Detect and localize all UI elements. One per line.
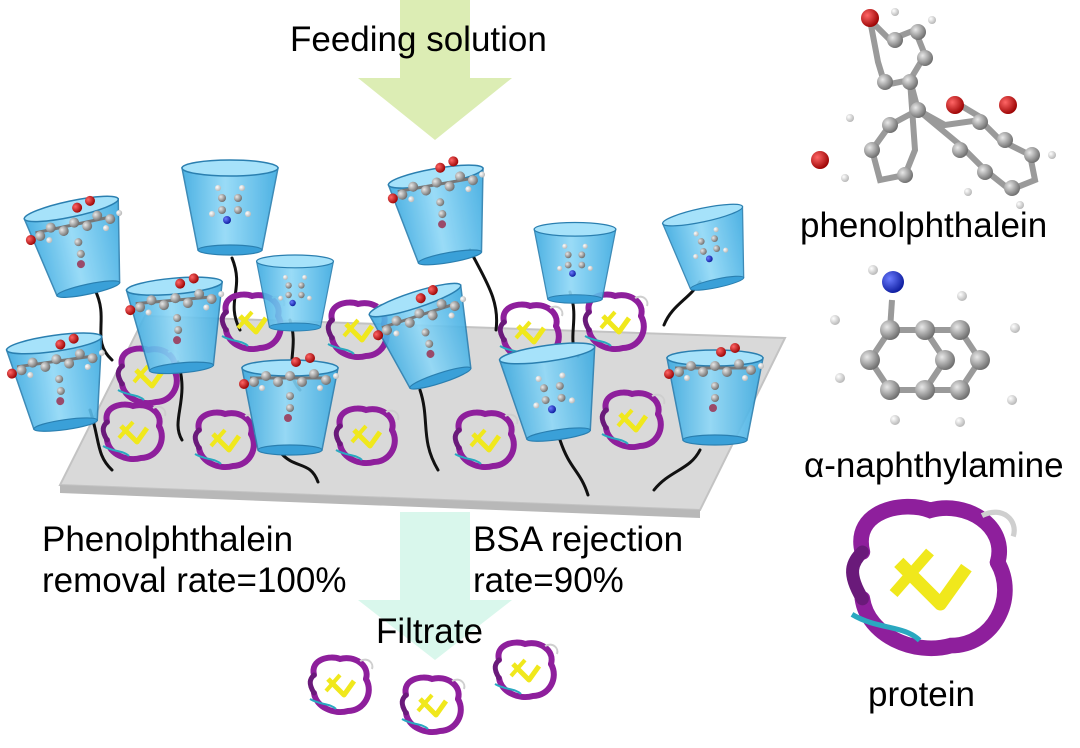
legend-naphthylamine-label: α-naphthylamine — [804, 446, 1064, 485]
legend-protein-label: protein — [868, 675, 976, 714]
legend-phenolphthalein-label: phenolphthalein — [800, 206, 1048, 245]
filtrate-label: Filtrate — [376, 612, 483, 651]
membrane-edge — [60, 485, 700, 518]
naphthylamine-atoms — [830, 265, 1020, 427]
bsa-rejection-line2: rate=90% — [473, 560, 624, 600]
naphthylamine-model — [866, 299, 984, 393]
feeding-solution-label: Feeding solution — [290, 20, 547, 59]
phenolphthalein-removal-line2: removal rate=100% — [42, 560, 347, 600]
feed-arrow — [358, 0, 512, 140]
phenolphthalein-removal-line1: Phenolphthalein — [42, 520, 294, 559]
filtrate-arrow — [358, 512, 512, 660]
protein-model — [852, 507, 1014, 649]
phenolphthalein-atoms — [811, 8, 1056, 209]
phenolphthalein-removal-label: Phenolphthalein removal rate=100% — [42, 520, 346, 602]
bsa-rejection-line1: BSA rejection — [473, 520, 684, 559]
bsa-rejection-label: BSA rejection rate=90% — [473, 520, 683, 602]
